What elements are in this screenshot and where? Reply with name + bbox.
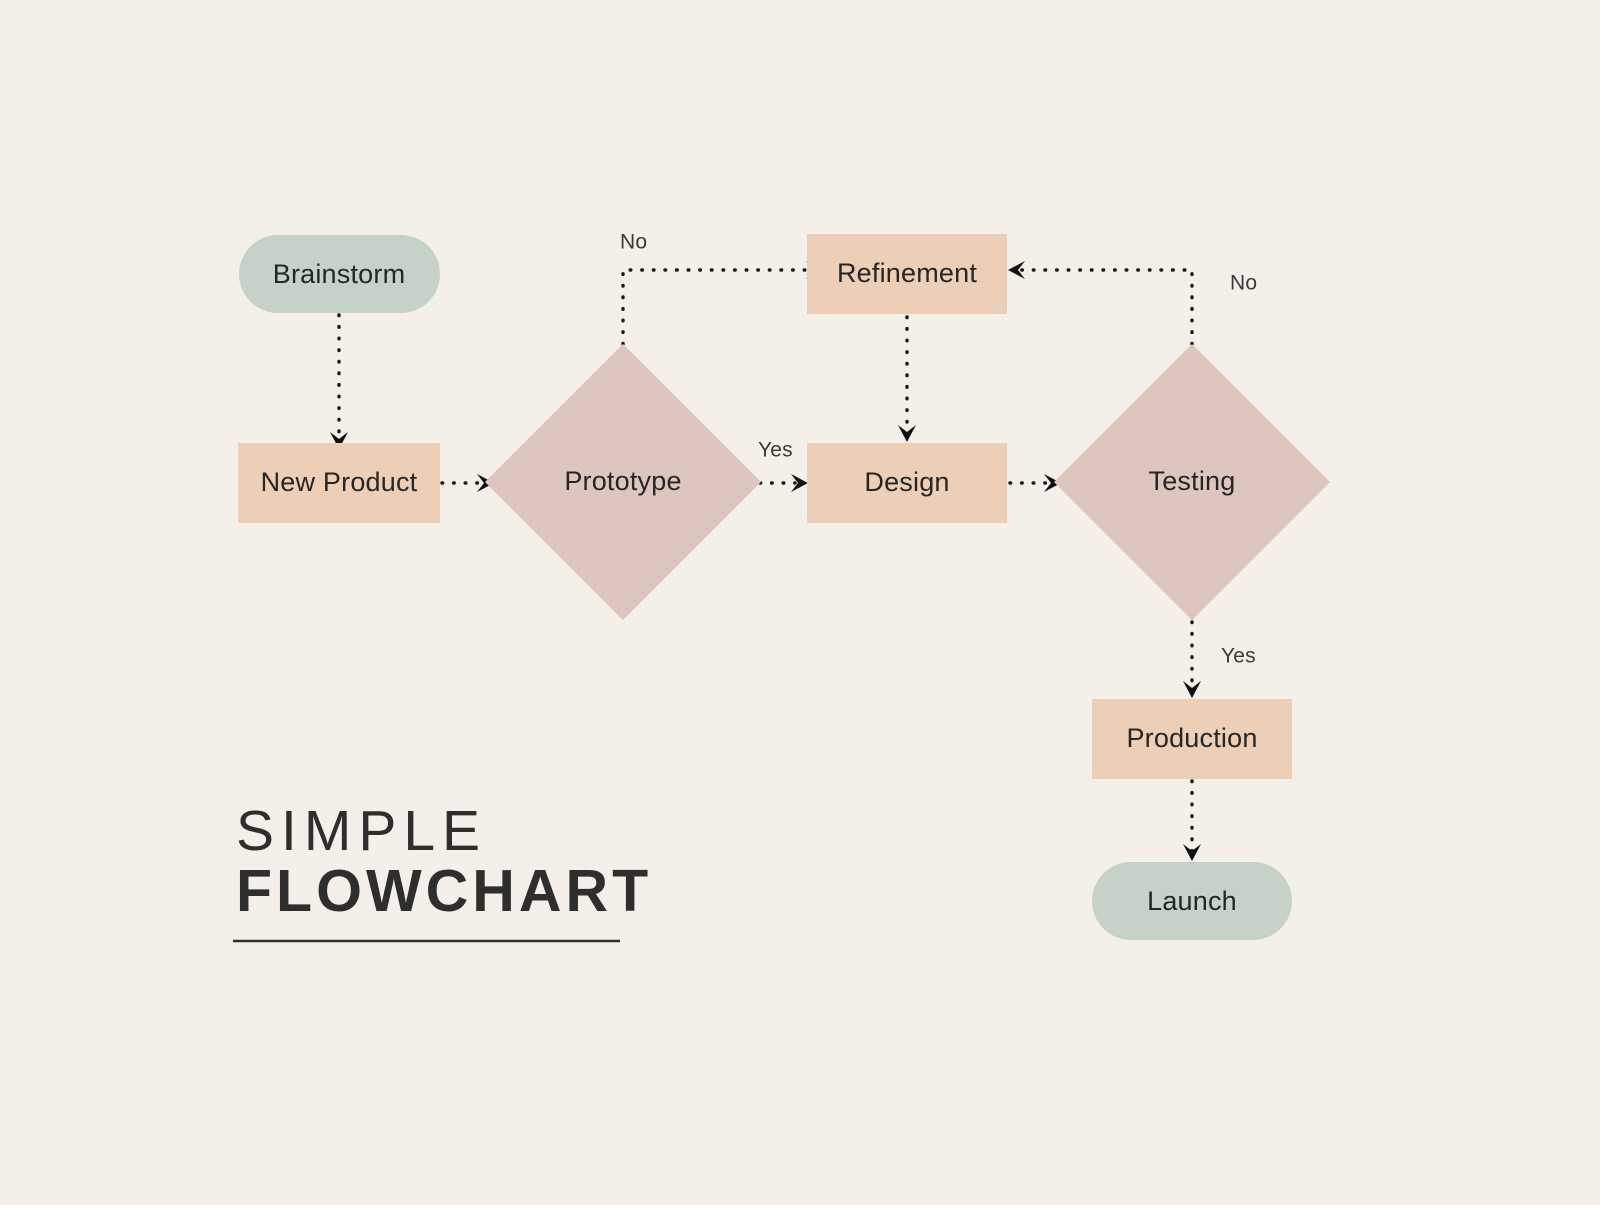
edge-brainstorm-to-new-product <box>330 313 348 449</box>
refinement-label: Refinement <box>837 258 977 288</box>
title-block: SIMPLE FLOWCHART <box>233 799 652 943</box>
title-line-one: SIMPLE <box>236 799 487 863</box>
edge-labels-layer: No Yes No Yes <box>620 231 1257 668</box>
node-prototype[interactable]: Prototype <box>485 344 761 620</box>
design-label: Design <box>864 467 949 497</box>
new-product-label: New Product <box>261 467 418 497</box>
brainstorm-label: Brainstorm <box>273 259 406 289</box>
testing-label: Testing <box>1149 466 1236 496</box>
edge-refinement-to-design <box>898 315 916 442</box>
edge-label-testing-no: No <box>1230 272 1257 295</box>
design-shape[interactable] <box>807 443 1007 523</box>
production-shape[interactable] <box>1092 699 1292 779</box>
launch-label: Launch <box>1147 886 1237 916</box>
edge-prototype-to-design <box>758 474 808 492</box>
edge-label-prototype-no: No <box>620 231 647 254</box>
testing-shape[interactable] <box>1054 344 1330 620</box>
edge-design-to-testing <box>1008 474 1061 492</box>
edge-label-prototype-yes: Yes <box>758 439 793 462</box>
edge-new-product-to-prototype <box>440 474 494 492</box>
edge-testing-to-refinement <box>1008 261 1194 346</box>
connectors-layer <box>330 261 1201 861</box>
title-line-two: FLOWCHART <box>236 858 652 924</box>
node-launch[interactable]: Launch <box>1092 862 1292 940</box>
prototype-label: Prototype <box>564 466 681 496</box>
prototype-shape[interactable] <box>485 344 761 620</box>
production-label: Production <box>1126 723 1257 753</box>
node-testing[interactable]: Testing <box>1054 344 1330 620</box>
edge-testing-to-production <box>1183 620 1201 698</box>
node-refinement[interactable]: Refinement <box>807 234 1007 314</box>
edge-label-testing-yes: Yes <box>1221 645 1256 668</box>
node-brainstorm[interactable]: Brainstorm <box>239 235 440 313</box>
new-product-shape[interactable] <box>238 443 440 523</box>
launch-shape[interactable] <box>1092 862 1292 940</box>
brainstorm-shape[interactable] <box>239 235 440 313</box>
edge-prototype-to-refinement <box>621 261 823 346</box>
node-production[interactable]: Production <box>1092 699 1292 779</box>
edge-production-to-launch <box>1183 779 1201 861</box>
node-new-product[interactable]: New Product <box>238 443 440 523</box>
node-design[interactable]: Design <box>807 443 1007 523</box>
refinement-shape[interactable] <box>807 234 1007 314</box>
